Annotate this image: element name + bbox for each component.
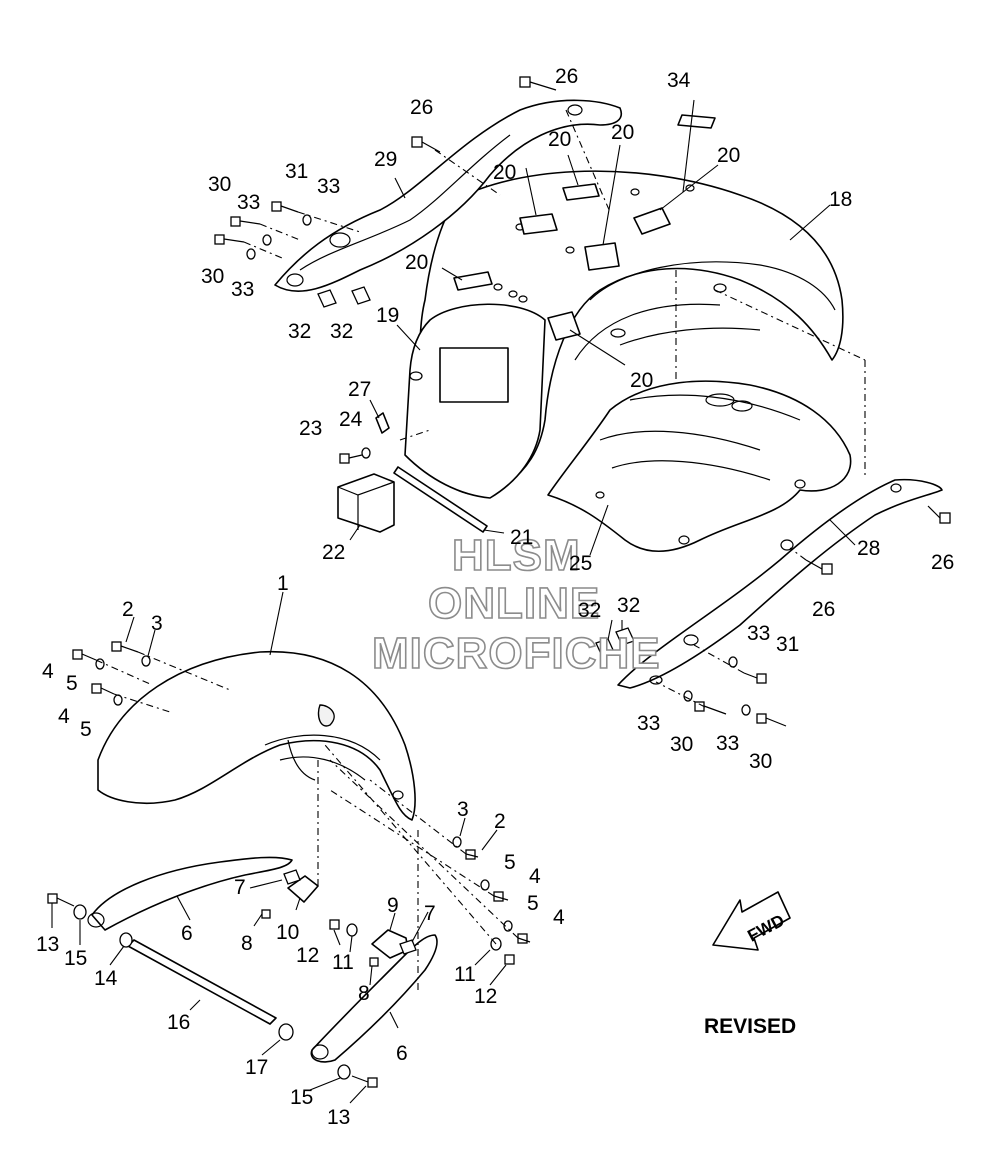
part-20-pads — [453, 183, 671, 341]
callout-14: 14 — [94, 967, 118, 990]
watermark-line-2: ONLINE — [428, 579, 600, 628]
part-32-spacers-lower — [595, 627, 635, 657]
callout-10: 10 — [276, 921, 299, 944]
callout-20: 20 — [405, 251, 428, 274]
callout-26: 26 — [555, 65, 578, 88]
watermark: HLSM ONLINE MICROFICHE — [371, 530, 661, 679]
callout-4: 4 — [58, 705, 70, 728]
callout-13: 13 — [36, 933, 59, 956]
callout-32: 32 — [578, 599, 601, 622]
callout-34: 34 — [667, 69, 691, 92]
part-22-block — [337, 473, 395, 533]
callout-5: 5 — [527, 892, 539, 915]
callout-33: 33 — [317, 175, 340, 198]
callout-15: 15 — [290, 1086, 313, 1109]
callout-11: 11 — [454, 963, 476, 986]
callout-22: 22 — [322, 541, 345, 564]
part-25-inner-fender — [547, 380, 852, 553]
callout-9: 9 — [387, 894, 399, 917]
callout-33: 33 — [716, 732, 739, 755]
callout-2: 2 — [494, 810, 506, 833]
callout-3: 3 — [457, 798, 469, 821]
callout-12: 12 — [474, 985, 497, 1008]
callout-1: 1 — [277, 572, 289, 595]
callout-24: 24 — [339, 408, 363, 431]
watermark-line-3: MICROFICHE — [372, 629, 661, 678]
callout-20: 20 — [548, 128, 571, 151]
callout-26: 26 — [812, 598, 835, 621]
callout-31: 31 — [285, 160, 308, 183]
callout-21: 21 — [510, 526, 533, 549]
callout-numbers: 1 2 2 3 3 4 4 4 4 5 5 5 5 6 6 7 7 8 8 9 … — [36, 65, 954, 1129]
callout-30: 30 — [670, 733, 693, 756]
callout-20: 20 — [630, 369, 653, 392]
part-1-front-fender — [97, 650, 416, 821]
callout-5: 5 — [80, 718, 92, 741]
part-34-label — [677, 114, 716, 129]
part-27-clip — [375, 412, 390, 434]
callout-26: 26 — [931, 551, 954, 574]
callout-6: 6 — [396, 1042, 408, 1065]
callout-30: 30 — [201, 265, 224, 288]
callout-19: 19 — [376, 304, 399, 327]
front-fasteners — [47, 641, 531, 1088]
part-6-front-rails — [87, 856, 438, 1063]
callout-26: 26 — [410, 96, 433, 119]
callout-2: 2 — [122, 598, 134, 621]
callout-16: 16 — [167, 1011, 190, 1034]
callout-11: 11 — [332, 951, 354, 974]
part-29-side-rail — [274, 99, 622, 293]
callout-23: 23 — [299, 417, 322, 440]
callout-20: 20 — [717, 144, 740, 167]
callout-8: 8 — [241, 932, 253, 955]
front-leader-lines — [51, 591, 519, 1104]
callout-5: 5 — [66, 672, 78, 695]
callout-4: 4 — [529, 865, 541, 888]
callout-30: 30 — [749, 750, 772, 773]
callout-15: 15 — [64, 947, 87, 970]
callout-33: 33 — [747, 622, 770, 645]
fwd-arrow-icon: FWD — [712, 891, 791, 951]
revised-label: REVISED — [704, 1015, 796, 1038]
callout-32: 32 — [330, 320, 353, 343]
callout-4: 4 — [42, 660, 54, 683]
callout-17: 17 — [245, 1056, 268, 1079]
callout-3: 3 — [151, 612, 163, 635]
callout-33: 33 — [637, 712, 660, 735]
part-16-axle — [127, 939, 277, 1025]
callout-4: 4 — [553, 906, 565, 929]
callout-20: 20 — [493, 161, 516, 184]
callout-33: 33 — [231, 278, 254, 301]
callout-20: 20 — [611, 121, 634, 144]
watermark-line-1: HLSM — [452, 531, 581, 580]
callout-25: 25 — [569, 552, 592, 575]
callout-30: 30 — [208, 173, 231, 196]
callout-33: 33 — [237, 191, 260, 214]
callout-32: 32 — [617, 594, 640, 617]
callout-7: 7 — [424, 902, 436, 925]
callout-7: 7 — [234, 876, 246, 899]
part-28-side-rail — [617, 478, 943, 689]
callout-18: 18 — [829, 188, 852, 211]
callout-5: 5 — [504, 851, 516, 874]
part-32-spacers-upper — [317, 286, 371, 308]
callout-29: 29 — [374, 148, 397, 171]
part-19-rear-fender-panel — [404, 303, 546, 499]
callout-12: 12 — [296, 944, 319, 967]
callout-27: 27 — [348, 378, 371, 401]
callout-32: 32 — [288, 320, 311, 343]
callout-31: 31 — [776, 633, 799, 656]
callout-6: 6 — [181, 922, 193, 945]
callout-8: 8 — [358, 982, 370, 1005]
rear-leader-lines — [243, 99, 866, 708]
part-21-trim-strip — [393, 466, 488, 533]
callout-28: 28 — [857, 537, 880, 560]
callout-13: 13 — [327, 1106, 350, 1129]
